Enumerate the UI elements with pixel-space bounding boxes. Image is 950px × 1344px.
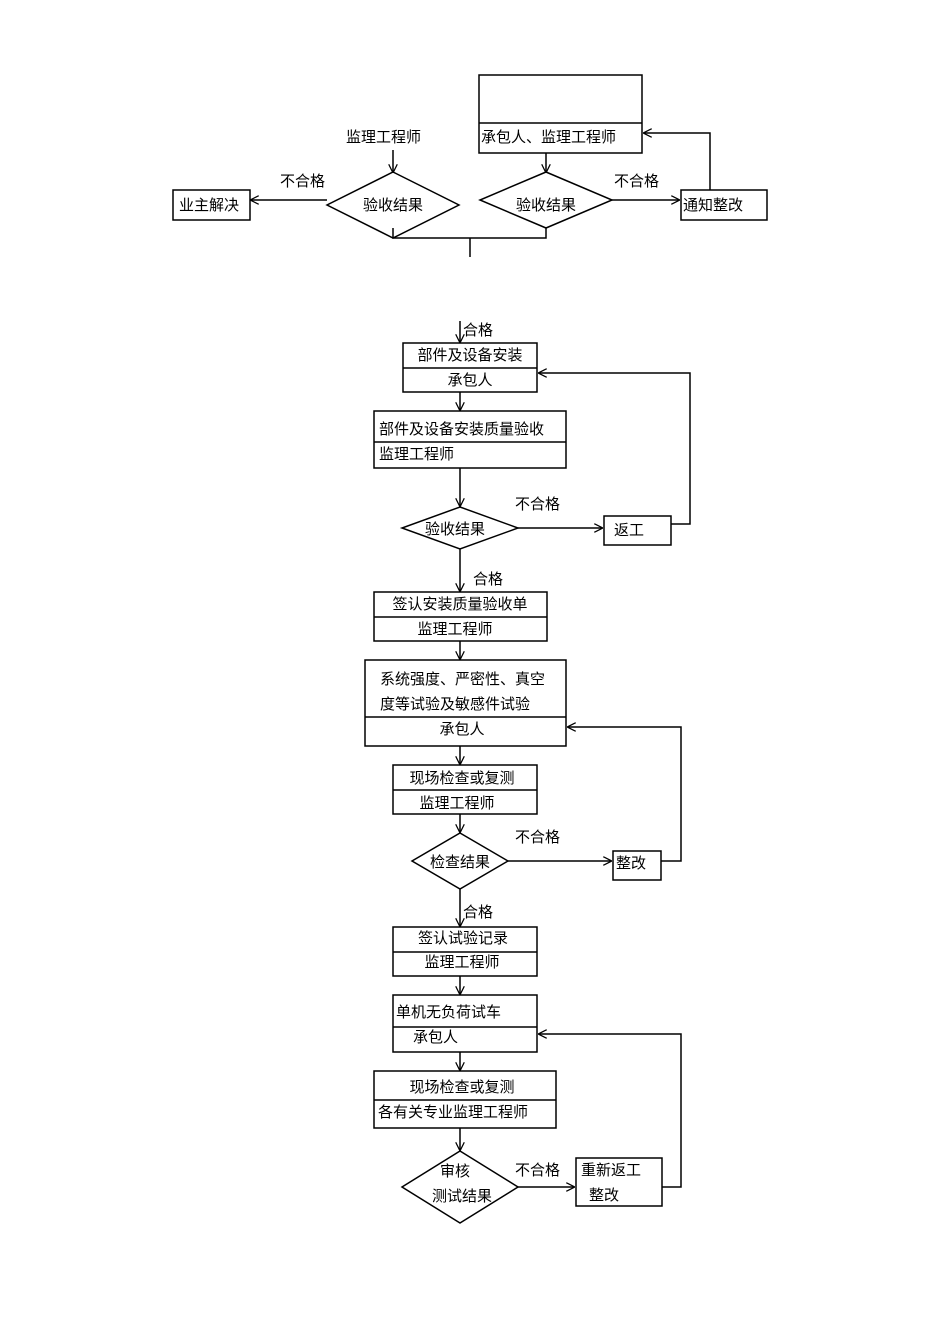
top-role-box bbox=[478, 74, 643, 154]
decision-check-left-label: 验收结果 bbox=[363, 196, 423, 214]
onsite2-role: 各有关专业监理工程师 bbox=[378, 1103, 528, 1121]
decision-check-2-label: 检查结果 bbox=[430, 853, 490, 871]
sign-test-title: 签认试验记录 bbox=[418, 929, 508, 947]
fail-label-1: 不合格 bbox=[515, 495, 560, 513]
noload-title: 单机无负荷试车 bbox=[396, 1003, 501, 1021]
test-role: 承包人 bbox=[439, 720, 484, 738]
loop-rework-to-install bbox=[539, 373, 691, 525]
rework-box bbox=[603, 515, 672, 546]
noload-role: 承包人 bbox=[413, 1028, 458, 1046]
pass-label-2: 合格 bbox=[473, 570, 503, 588]
test-line-2: 度等试验及敏感件试验 bbox=[380, 695, 530, 713]
loop-redo-to-noload bbox=[539, 1034, 682, 1188]
onsite2-title: 现场检查或复测 bbox=[409, 1078, 514, 1096]
decision-check-1-label: 验收结果 bbox=[425, 520, 485, 538]
rectify-box bbox=[612, 850, 662, 881]
install-title: 部件及设备安装 bbox=[417, 346, 522, 364]
sign-title: 签认安装质量验收单 bbox=[392, 595, 527, 613]
install-role: 承包人 bbox=[447, 371, 492, 389]
pass-label-1: 合格 bbox=[463, 321, 493, 339]
fail-label-2: 不合格 bbox=[515, 828, 560, 846]
test-box bbox=[364, 659, 567, 747]
fail-label-right: 不合格 bbox=[614, 172, 659, 190]
merge-connector bbox=[392, 228, 547, 239]
fail-label-left: 不合格 bbox=[280, 172, 325, 190]
redo-box bbox=[575, 1157, 663, 1207]
redo-line-2: 整改 bbox=[589, 1186, 619, 1204]
quality-title: 部件及设备安装质量验收 bbox=[379, 420, 544, 438]
test-line-1: 系统强度、严密性、真空 bbox=[380, 670, 545, 688]
fail-label-3: 不合格 bbox=[515, 1161, 560, 1179]
onsite-title: 现场检查或复测 bbox=[409, 769, 514, 787]
quality-box bbox=[373, 410, 567, 469]
noload-box bbox=[392, 994, 538, 1053]
rework-label: 返工 bbox=[614, 521, 644, 539]
decision-audit-line-2: 测试结果 bbox=[432, 1187, 492, 1205]
sign-test-role: 监理工程师 bbox=[424, 953, 499, 971]
notify-rectify-label: 通知整改 bbox=[683, 196, 743, 214]
decision-audit-line-1: 审核 bbox=[440, 1162, 470, 1180]
top-box-role: 承包人、监理工程师 bbox=[481, 128, 616, 146]
notify-rectify-box bbox=[680, 189, 768, 221]
loop-rectify-to-test bbox=[568, 727, 682, 862]
owner-resolve-label: 业主解决 bbox=[179, 196, 239, 214]
pass-label-3: 合格 bbox=[463, 903, 493, 921]
supervisor-label: 监理工程师 bbox=[346, 128, 421, 146]
decision-audit bbox=[400, 1150, 520, 1224]
quality-role: 监理工程师 bbox=[379, 445, 454, 463]
owner-resolve-box bbox=[172, 189, 251, 221]
loop-notify-to-topbox bbox=[644, 133, 711, 190]
redo-line-1: 重新返工 bbox=[581, 1161, 641, 1179]
sign-role: 监理工程师 bbox=[417, 620, 492, 638]
rectify-label: 整改 bbox=[616, 854, 646, 872]
onsite-role: 监理工程师 bbox=[419, 794, 494, 812]
decision-check-right-label: 验收结果 bbox=[516, 196, 576, 214]
